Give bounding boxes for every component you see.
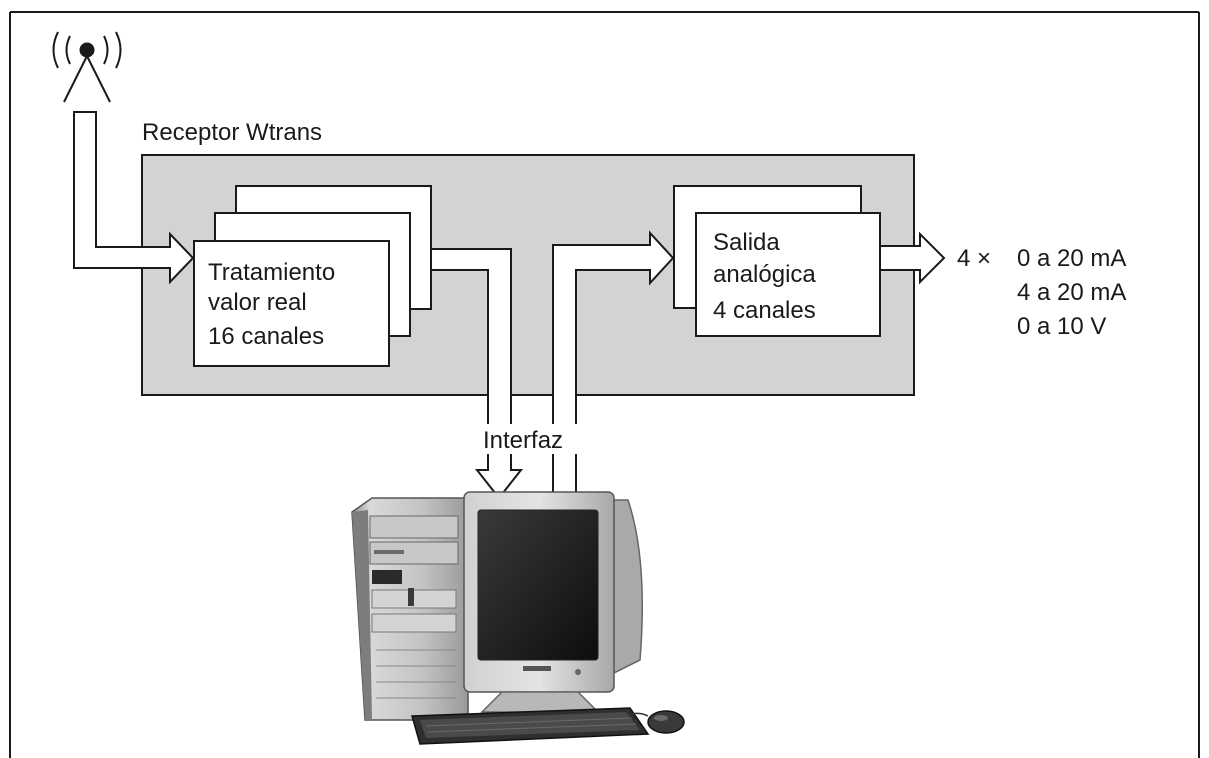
output-multiplier: 4 × xyxy=(957,245,991,272)
output-range-1: 0 a 20 mA xyxy=(1017,245,1126,272)
antenna-input-arrow xyxy=(73,111,195,285)
output-block xyxy=(673,185,881,337)
output-range-2: 4 a 20 mA xyxy=(1017,279,1126,306)
outer-frame xyxy=(9,11,1200,758)
receiver-title: Receptor Wtrans xyxy=(142,119,322,146)
processing-line-3: 16 canales xyxy=(208,323,324,350)
analog-output-arrow xyxy=(879,231,946,285)
antenna-icon xyxy=(52,31,122,103)
desktop-computer-icon xyxy=(351,491,685,745)
interface-label: Interfaz xyxy=(483,427,563,454)
interface-up-arrow xyxy=(552,230,675,501)
processing-line-2: valor real xyxy=(208,289,307,316)
output-line-1: Salida xyxy=(713,229,780,256)
output-line-2: analógica xyxy=(713,261,816,288)
output-range-3: 0 a 10 V xyxy=(1017,313,1106,340)
processing-line-1: Tratamiento xyxy=(208,259,335,286)
processing-block xyxy=(193,185,432,367)
interface-label-bg xyxy=(480,424,582,454)
output-line-3: 4 canales xyxy=(713,297,816,324)
